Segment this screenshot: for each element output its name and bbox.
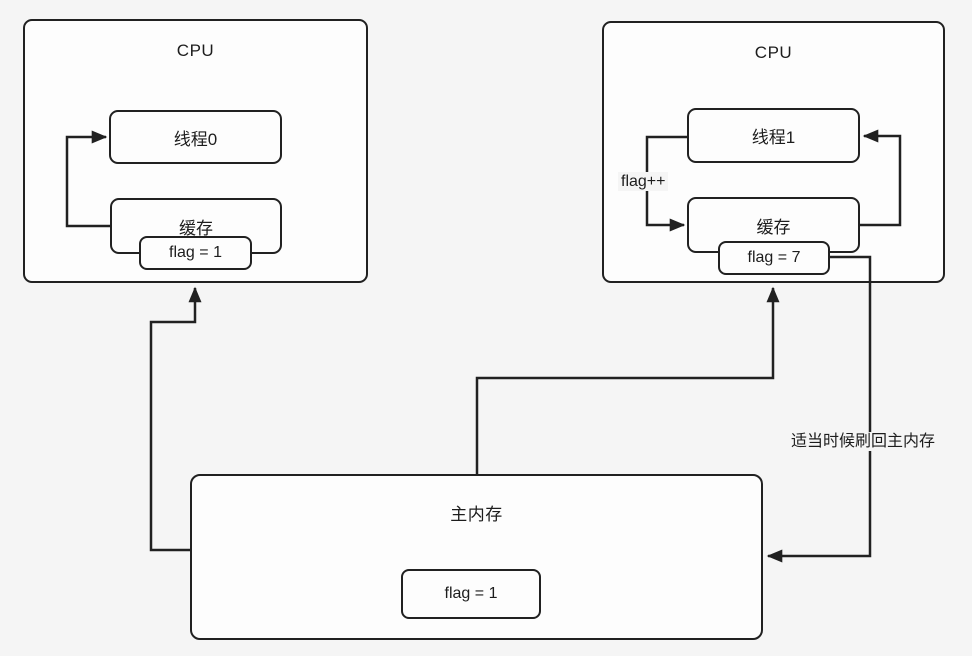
cache-left-flag-box: flag = 1	[139, 236, 252, 270]
arrow-flush-flag7-to-mainmemory	[766, 255, 872, 563]
main-memory-flag-box: flag = 1	[401, 569, 541, 619]
cache-right-flag-value: flag = 7	[747, 249, 801, 266]
cache-right-label: 缓存	[756, 217, 791, 237]
flush-annotation: 适当时候刷回主内存	[788, 432, 939, 452]
arrow-mainmemory-to-cpu-right	[475, 286, 780, 474]
thread1-box: 线程1	[687, 108, 860, 163]
edge-label-flag-increment: flag++	[618, 172, 669, 192]
thread1-label: 线程1	[751, 128, 796, 147]
thread0-label: 线程0	[173, 129, 218, 149]
arrow-mainmemory-to-cpu-left	[149, 286, 202, 552]
main-memory-flag-value: flag = 1	[444, 585, 498, 602]
cache-right-flag-box: flag = 7	[718, 241, 830, 275]
cache-left-flag-value: flag = 1	[169, 244, 222, 261]
thread0-box: 线程0	[109, 110, 282, 164]
cpu-right-title: CPU	[754, 43, 793, 62]
main-memory-title: 主内存	[450, 505, 503, 524]
cpu-left-title: CPU	[176, 41, 215, 60]
cache-left-label: 缓存	[179, 218, 213, 238]
